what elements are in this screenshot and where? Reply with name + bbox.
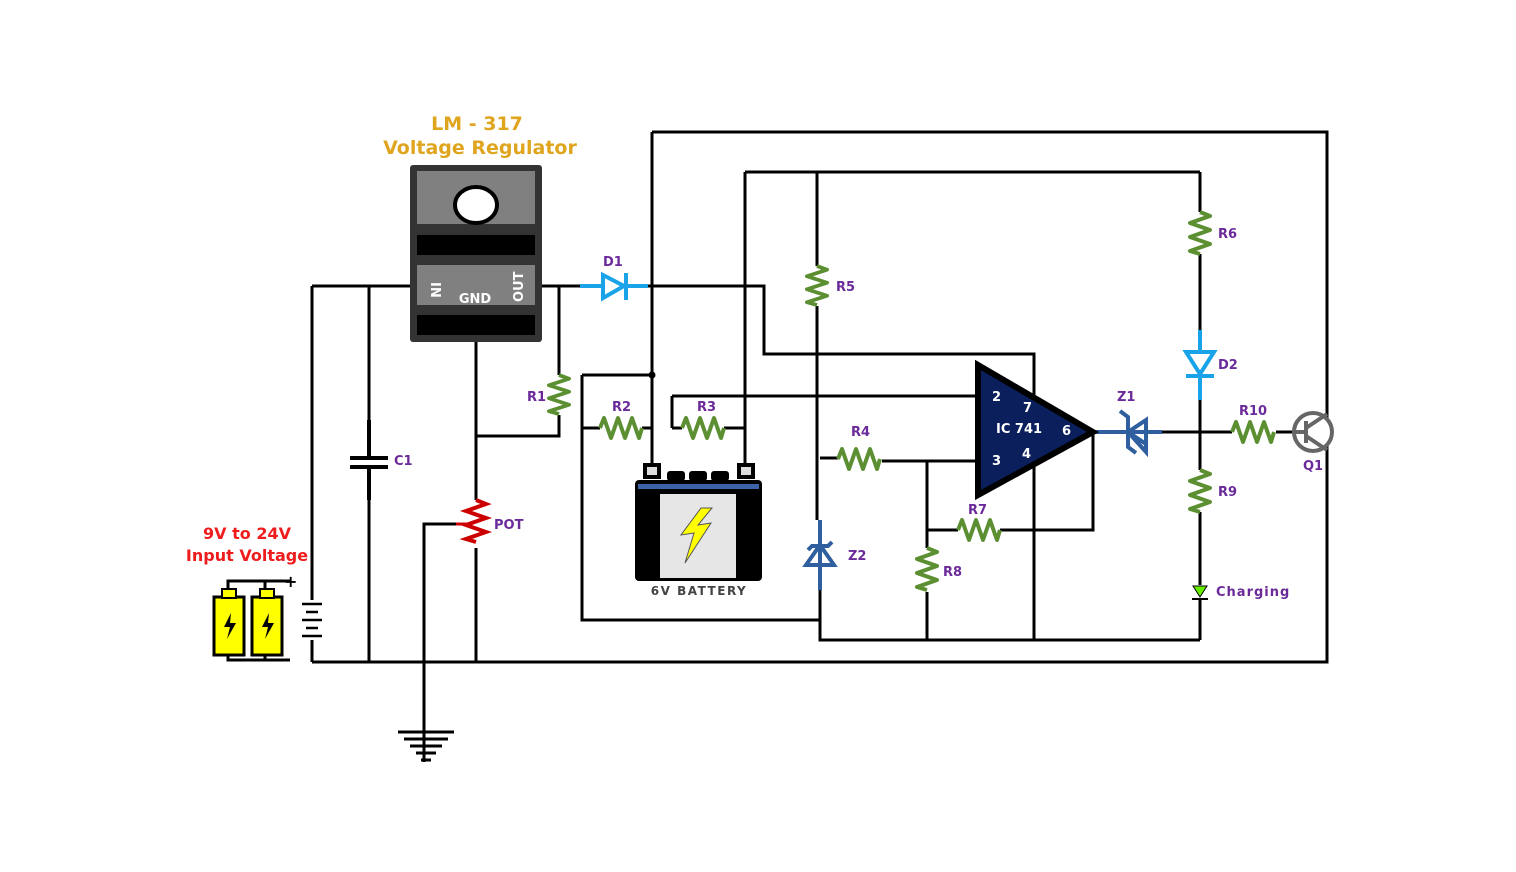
ground-icon: [398, 730, 454, 762]
r5-label: R5: [836, 280, 855, 295]
resistor-r2: [598, 416, 644, 440]
opamp-pin-6: 6: [1062, 424, 1071, 439]
battery-label: 6V BATTERY: [651, 584, 747, 598]
c1-label: C1: [394, 454, 413, 469]
resistor-r4: [836, 447, 882, 471]
resistors: R1 R2 R3 R4 R5 R6 R7 R8 R9 R10: [527, 210, 1276, 592]
ic741-opamp: 2 7 IC 741 6 4 3: [975, 359, 1100, 501]
pin-gnd-label: GND: [459, 292, 492, 307]
resistor-r5: [805, 264, 829, 308]
resistor-r1: [547, 373, 571, 417]
r8-label: R8: [943, 565, 962, 580]
pin-in-label: IN: [427, 282, 442, 298]
potentiometer[interactable]: POT: [456, 498, 524, 544]
r2-label: R2: [612, 400, 631, 415]
charging-led: Charging: [1192, 585, 1290, 600]
6v-battery: 6V BATTERY: [635, 463, 762, 598]
q1-label: Q1: [1303, 459, 1323, 474]
z2-label: Z2: [848, 549, 866, 564]
transistor-q1: Q1: [1292, 411, 1334, 474]
resistor-r10: [1230, 420, 1276, 444]
z1-label: Z1: [1117, 390, 1135, 405]
resistor-r8: [915, 546, 939, 592]
diode-d2: D2: [1182, 330, 1238, 400]
wires: [310, 130, 1329, 762]
regulator-title: LM - 317: [431, 113, 523, 135]
opamp-label: IC 741: [996, 422, 1042, 437]
zener-z2: Z2: [802, 520, 866, 590]
opamp-pin-3: 3: [992, 454, 1001, 469]
d1-label: D1: [603, 255, 623, 270]
resistor-r3: [680, 416, 726, 440]
r10-label: R10: [1239, 404, 1267, 419]
capacitor-c1: C1: [350, 420, 413, 500]
opamp-pin-7: 7: [1023, 401, 1032, 416]
input-voltage-line2: Input Voltage: [186, 546, 308, 565]
r3-label: R3: [697, 400, 716, 415]
d2-label: D2: [1218, 358, 1238, 373]
lm317-regulator: LM - 317 Voltage Regulator IN GND OUT: [383, 113, 577, 342]
r9-label: R9: [1218, 485, 1237, 500]
r1-label: R1: [527, 390, 546, 405]
zener-z1: Z1: [1093, 390, 1162, 458]
input-voltage-line1: 9V to 24V: [203, 524, 292, 543]
charging-label: Charging: [1216, 585, 1290, 600]
resistor-r9: [1188, 468, 1212, 514]
diode-d1: D1: [580, 255, 648, 302]
resistor-r6: [1188, 210, 1212, 256]
regulator-subtitle: Voltage Regulator: [383, 137, 577, 159]
svg-text:+: +: [284, 572, 297, 591]
r7-label: R7: [968, 503, 987, 518]
resistor-r7: [956, 518, 1002, 542]
pin-out-label: OUT: [512, 271, 527, 302]
opamp-pin-4: 4: [1022, 447, 1031, 462]
pot-label: POT: [494, 518, 524, 533]
r4-label: R4: [851, 425, 870, 440]
r6-label: R6: [1218, 227, 1237, 242]
input-battery-pack: 9V to 24V Input Voltage +: [186, 524, 322, 662]
opamp-pin-2: 2: [992, 390, 1001, 405]
